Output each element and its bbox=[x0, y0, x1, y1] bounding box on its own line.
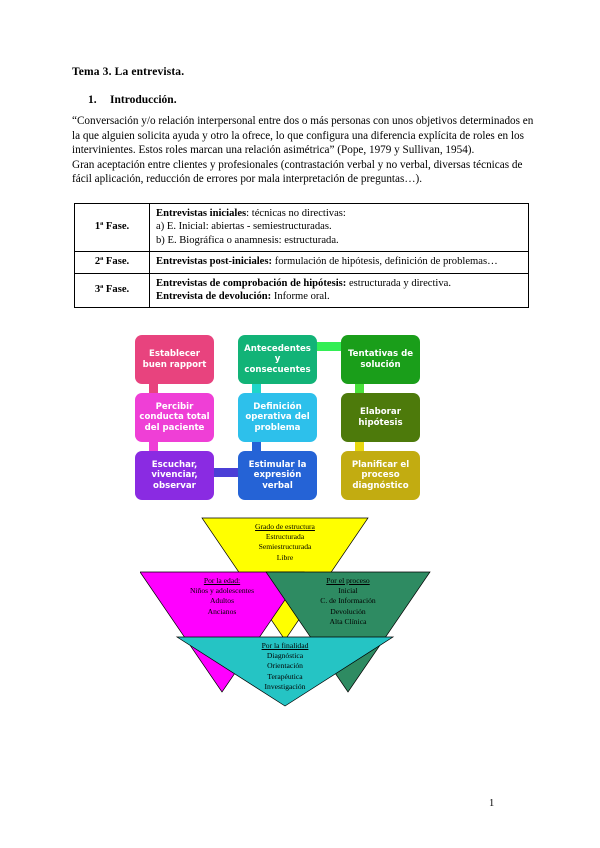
pyramid-section-item: Ancianos bbox=[207, 606, 237, 616]
pyramid-section-item: Semiestructurada bbox=[258, 542, 312, 552]
phase-description-rest: Informe oral. bbox=[271, 291, 330, 303]
table-row: 2ª Fase. Entrevistas post-iniciales: form… bbox=[74, 251, 529, 274]
intro-paragraphs: “Conversación y/o relación interpersonal… bbox=[72, 114, 534, 187]
section-number: 1. bbox=[88, 94, 97, 106]
triangle-por-la-edad bbox=[139, 571, 305, 693]
pyramid-section-item: Alta Clínica bbox=[329, 616, 367, 626]
phase-description-rest: : técnicas no directivas: bbox=[246, 208, 346, 219]
phase-description-line: a) E. Inicial: abiertas - semiestructura… bbox=[156, 220, 522, 233]
pyramid-section-item: Adultos bbox=[209, 596, 235, 606]
phase-description-line: Entrevistas iniciales: técnicas no direc… bbox=[156, 207, 522, 220]
phase-description-rest: estructurada y directiva. bbox=[346, 277, 452, 289]
phase-description-rest: b) E. Biográfica o anamnesis: estructura… bbox=[156, 234, 339, 246]
phase-description-lead: Entrevista de devolución: bbox=[156, 291, 272, 303]
conn-percibir-escuchar bbox=[149, 438, 158, 454]
triangle-por-el-proceso bbox=[265, 571, 431, 693]
table-row: 3ª Fase. Entrevistas de comprobación de h… bbox=[74, 272, 529, 309]
phase-description: Entrevistas de comprobación de hipótesis… bbox=[149, 272, 529, 309]
flow-box-label: Escuchar,vivenciar,observar bbox=[151, 459, 198, 491]
pyramid-section-heading: Por la finalidad bbox=[261, 641, 309, 650]
section-heading-label: Introducción. bbox=[110, 94, 177, 106]
triangle-por-la-finalidad bbox=[175, 636, 395, 707]
conn-antecedentes-tentativas bbox=[313, 342, 345, 351]
phase-description: Entrevistas iniciales: técnicas no direc… bbox=[149, 202, 529, 253]
flow-box-escuchar-vivenciar-observar: Escuchar,vivenciar,observar bbox=[135, 451, 214, 500]
phase-description-line: b) E. Biográfica o anamnesis: estructura… bbox=[156, 234, 522, 247]
phase-label: 2ª Fase. bbox=[74, 251, 150, 274]
phase-description-line: Entrevista de devolución: Informe oral. bbox=[156, 290, 522, 303]
pyramid-section-heading: Por el proceso bbox=[326, 576, 370, 585]
page-title: Tema 3. La entrevista. bbox=[72, 66, 185, 78]
phase-label: 1ª Fase. bbox=[74, 202, 150, 253]
phase-description-rest: a) E. Inicial: abiertas - semiestructura… bbox=[156, 221, 332, 233]
phase-description-line: Entrevistas post-iniciales: formulación … bbox=[156, 255, 522, 268]
page-number: 1 bbox=[489, 798, 495, 809]
phase-description-rest: formulación de hipótesis, definición de … bbox=[272, 256, 498, 268]
pyramid-section-item: Investigación bbox=[264, 681, 306, 691]
conn-definicion-estimular bbox=[252, 438, 261, 454]
section-heading: 1. Introducción. bbox=[88, 94, 177, 106]
phase-table: 1ª Fase. Entrevistas iniciales: técnicas … bbox=[74, 202, 529, 309]
intro-paragraph-2: Gran aceptación entre clientes y profesi… bbox=[72, 158, 523, 186]
pyramid-section-item: Terapéutica bbox=[267, 671, 303, 681]
pyramid-section-item: Inicial bbox=[338, 586, 358, 596]
pyramid-section-item: Libre bbox=[276, 552, 294, 562]
pyramid-section-item: Orientación bbox=[267, 661, 303, 671]
pyramid-section-item: Niños y adolescentes bbox=[189, 586, 255, 596]
table-row: 1ª Fase. Entrevistas iniciales: técnicas … bbox=[74, 202, 529, 253]
pyramid-section-item: Estructurada bbox=[265, 532, 305, 542]
pyramid-shapes bbox=[139, 517, 431, 707]
phase-label: 3ª Fase. bbox=[74, 272, 150, 309]
conn-escuchar-estimular bbox=[210, 468, 242, 477]
conn-antecedentes-definicion bbox=[252, 380, 261, 396]
pyramid-section-item: Devolución bbox=[330, 606, 366, 616]
pyramid-section-item: Diagnóstica bbox=[266, 651, 304, 661]
conn-elaborar-planificar bbox=[355, 438, 364, 454]
phase-description-lead: Entrevistas post-iniciales: bbox=[156, 256, 273, 268]
phase-description: Entrevistas post-iniciales: formulación … bbox=[149, 251, 529, 274]
phase-description-lead: Entrevistas iniciales bbox=[156, 208, 247, 219]
pyramid-section-heading: Por la edad: bbox=[203, 576, 241, 585]
intro-paragraph-1: “Conversación y/o relación interpersonal… bbox=[72, 115, 534, 157]
conn-rapport-percibir bbox=[149, 380, 158, 396]
pyramid-section-item: C. de Información bbox=[320, 596, 376, 606]
phase-description-lead: Entrevistas de comprobación de hipótesis… bbox=[156, 277, 347, 289]
conn-tentativas-elaborar bbox=[355, 380, 364, 396]
pyramid-section-heading: Grado de estructura bbox=[255, 522, 315, 531]
phase-description-line: Entrevistas de comprobación de hipótesis… bbox=[156, 277, 522, 290]
